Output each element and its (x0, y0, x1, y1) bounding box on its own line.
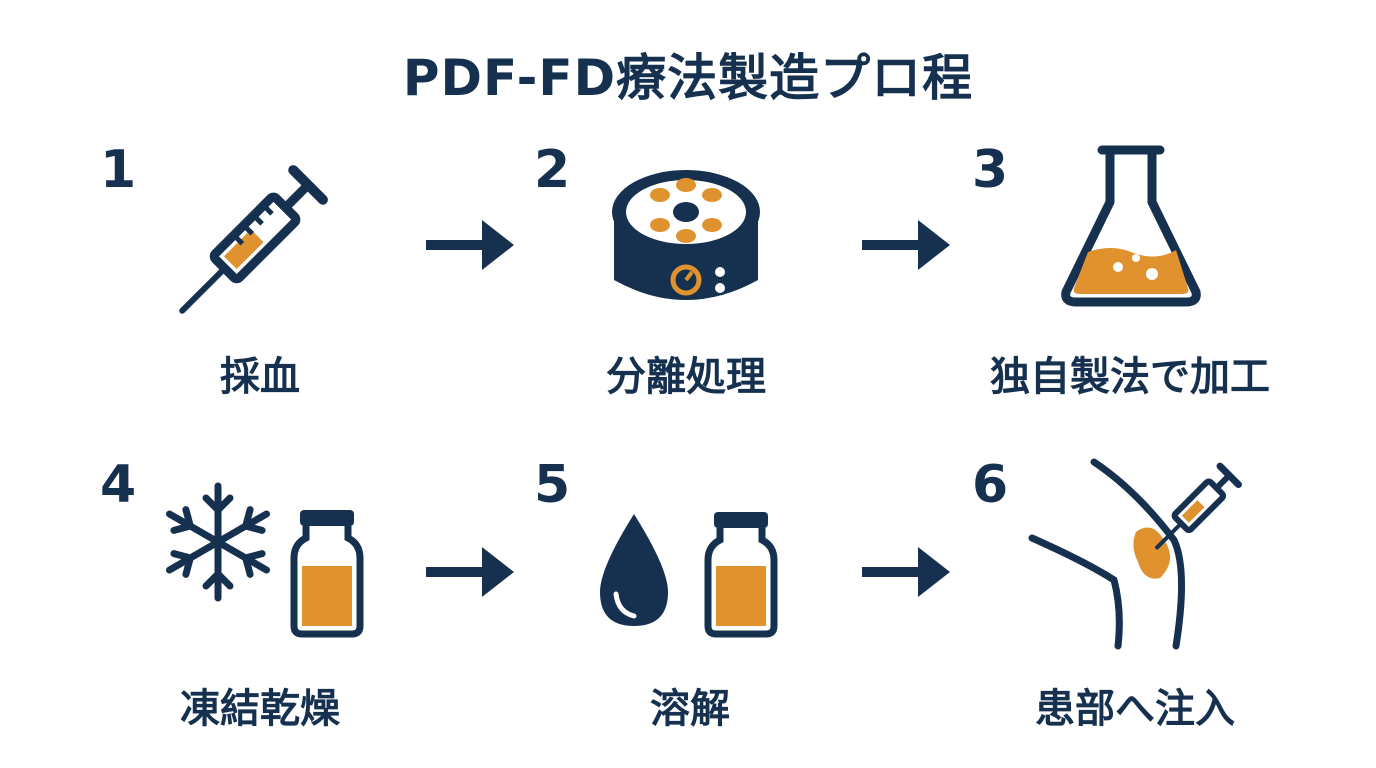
step-2-label: 分離処理 (606, 354, 766, 400)
step-5-number: 5 (534, 455, 571, 515)
step-1-number: 1 (100, 140, 137, 200)
step-6-label: 患部へ注入 (1035, 686, 1235, 732)
step-1-label: 採血 (220, 354, 300, 400)
centrifuge-icon (612, 170, 760, 300)
step-4-number: 4 (100, 455, 137, 515)
flask-icon (1061, 145, 1201, 307)
step-3-label: 独自製法で加工 (990, 354, 1270, 400)
arrow-right-icon (862, 547, 950, 597)
step-5-label: 溶解 (650, 686, 730, 732)
syringe-icon (179, 165, 328, 314)
step-3-number: 3 (972, 140, 1009, 200)
snowflake-vial-icon (166, 482, 364, 638)
step-4-label: 凍結乾燥 (180, 686, 340, 732)
step-2-number: 2 (534, 140, 571, 200)
arrow-right-icon (862, 220, 950, 270)
arrow-right-icon (426, 547, 514, 597)
knee-injection-icon (1028, 458, 1242, 650)
droplet-vial-icon (600, 512, 778, 638)
step-6-number: 6 (972, 455, 1009, 515)
page-title: PDF-FD療法製造プロ程 (402, 49, 974, 107)
arrow-right-icon (426, 220, 514, 270)
